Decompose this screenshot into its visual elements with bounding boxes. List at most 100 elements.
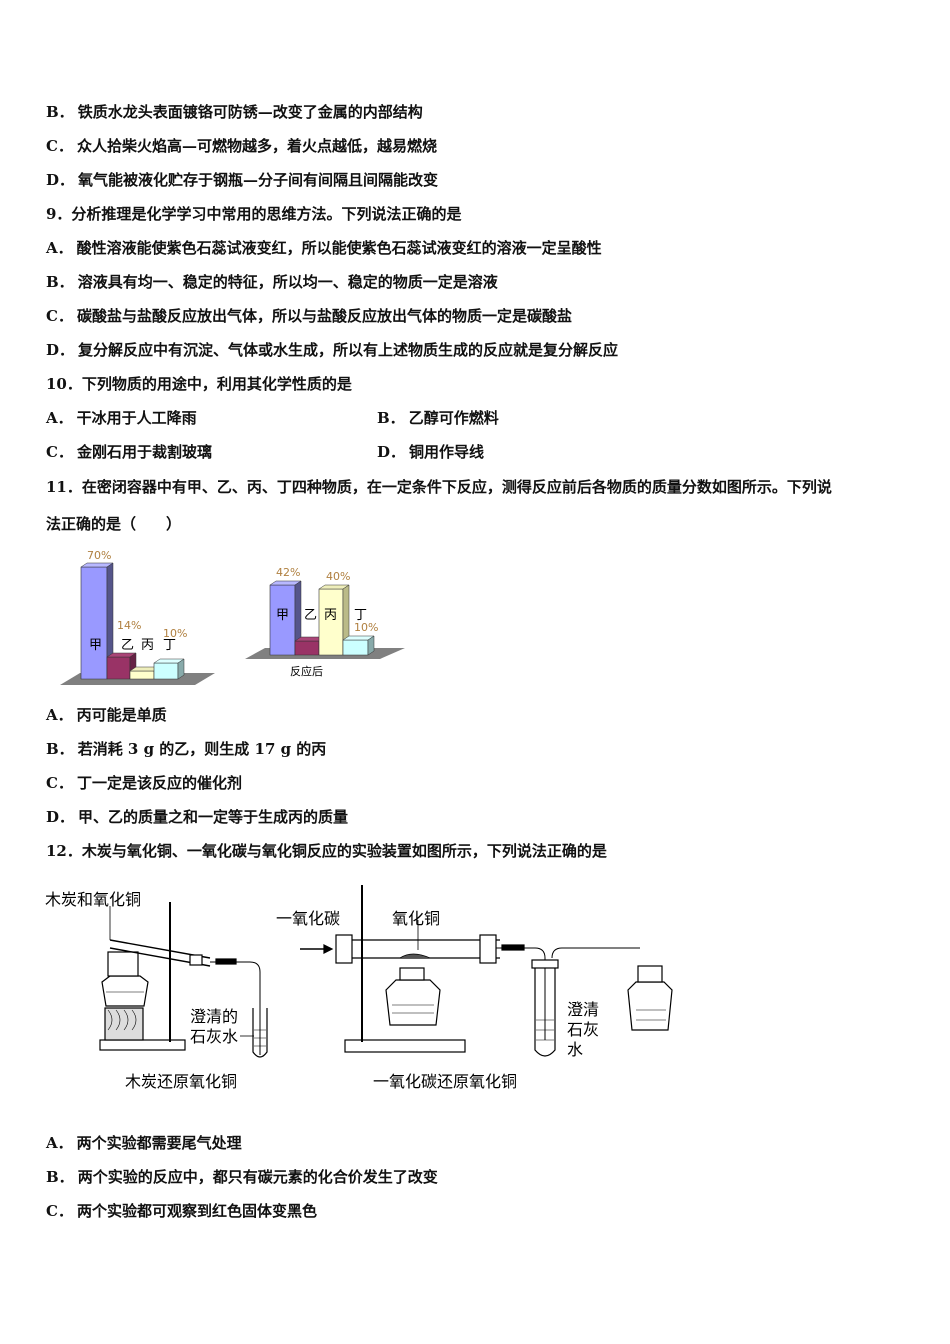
label-limewater-left-1: 澄清的 [190,1007,238,1026]
option-label: C． [46,443,73,461]
option-label: D． [46,171,75,189]
q9-option-a: A．酸性溶液能使紫色石蕊试液变红，所以能使紫色石蕊试液变红的溶液一定呈酸性 [46,238,602,258]
q8-option-b: B．铁质水龙头表面镀铬可防锈—改变了金属的内部结构 [46,102,423,122]
q12-option-b: B．两个实验的反应中，都只有碳元素的化合价发生了改变 [46,1167,438,1187]
option-text: 复分解反应中有沉淀、气体或水生成，所以有上述物质生成的反应就是复分解反应 [78,341,619,359]
bar-jia [80,566,108,680]
option-text: 酸性溶液能使紫色石蕊试液变红，所以能使紫色石蕊试液变红的溶液一定呈酸性 [76,239,602,257]
option-label: C． [46,307,73,325]
label-cuo: 氧化铜 [392,909,440,928]
limewater-tube-left [252,1008,268,1058]
bar-chart-before: 70% 14% 10% 甲 乙 丙 丁 [60,549,215,685]
category-label: 乙 [304,608,317,623]
stand-base-right [344,1039,466,1053]
q11-option-d: D．甲、乙的质量之和一定等于生成丙的质量 [46,807,348,827]
label-co: 一氧化碳 [276,909,340,928]
caption-right: 一氧化碳还原氧化铜 [373,1072,517,1091]
option-text: 两个实验都可观察到红色固体变黑色 [76,1202,317,1220]
stand-base-left [99,1039,186,1051]
option-label: B． [46,740,74,758]
q11-option-a: A．丙可能是单质 [46,705,167,725]
category-label: 丙 [141,638,154,653]
option-label: A． [46,706,73,724]
label-limewater-right-1: 澄清 [567,1000,599,1019]
option-text: 铜用作导线 [409,443,485,461]
label-limewater-right-3: 水 [567,1040,583,1059]
q9-option-b: B．溶液具有均一、稳定的特征，所以均一、稳定的物质一定是溶液 [46,272,498,292]
option-text: 金刚石用于裁割玻璃 [76,443,212,461]
option-text: 丁一定是该反应的催化剂 [76,774,242,792]
category-label: 丁 [163,638,176,653]
option-label: D． [46,808,75,826]
option-text: 溶液具有均一、稳定的特征，所以均一、稳定的物质一定是溶液 [77,273,498,291]
bar-chart-after: 42% 40% 10% 甲 乙 丙 丁 反应后 [245,566,405,678]
alcohol-lamp-right [385,979,441,1026]
option-text: 甲、乙的质量之和一定等于生成丙的质量 [78,808,349,826]
option-text: 氧气能被液化贮存于钢瓶—分子间有间隔且间隔能改变 [78,171,439,189]
q10-stem: 10．下列物质的用途中，利用其化学性质的是 [46,375,352,393]
bar-bing [129,670,155,680]
option-text: 碳酸盐与盐酸反应放出气体，所以与盐酸反应放出气体的物质一定是碳酸盐 [76,307,572,325]
option-text: 铁质水龙头表面镀铬可防锈—改变了金属的内部结构 [77,103,423,121]
bar-ding [342,639,369,656]
caption-left: 木炭还原氧化铜 [125,1072,237,1091]
value-label: 14% [117,619,141,632]
option-text: 丙可能是单质 [76,706,167,724]
category-label: 乙 [121,638,134,653]
option-label: B． [46,273,74,291]
option-text: 众人拾柴火焰高—可燃物越多，着火点越低，越易燃烧 [76,137,437,155]
option-label: A． [46,1134,73,1152]
option-text: 两个实验都需要尾气处理 [76,1134,242,1152]
category-label: 甲 [276,608,289,623]
value-label: 42% [276,566,300,579]
option-text: 若消耗 3 g 的乙，则生成 17 g 的丙 [77,740,327,758]
q9-stem: 9．分析推理是化学学习中常用的思维方法。下列说法正确的是 [46,205,462,223]
chart-caption: 反应后 [290,664,323,678]
apparatus-diagram: 木炭和氧化铜 澄清的 石灰水 木炭还原氧化铜 一氧化碳 氧化铜 澄清 石灰 水 … [45,885,673,1091]
limewater-tube-right [534,965,556,1057]
q10-option-c: C．金刚石用于裁割玻璃 [46,442,212,462]
option-label: A． [46,409,73,427]
option-label: C． [46,774,73,792]
q11-stem-line1: 11．在密闭容器中有甲、乙、丙、丁四种物质，在一定条件下反应，测得反应前后各物质… [46,478,832,496]
q8-option-d: D．氧气能被液化贮存于钢瓶—分子间有间隔且间隔能改变 [46,170,438,190]
bar-yi [294,640,320,656]
q8-option-c: C．众人拾柴火焰高—可燃物越多，着火点越低，越易燃烧 [46,136,437,156]
option-label: C． [46,137,73,155]
option-label: B． [46,1168,74,1186]
q11-stem-line2: 法正确的是（ ） [46,515,182,533]
option-label: B． [377,409,405,427]
option-label: A． [46,239,73,257]
alcohol-lamp-tail [627,981,673,1031]
option-label: D． [377,443,406,461]
q10-option-b: B．乙醇可作燃料 [377,408,499,428]
value-label: 70% [87,549,111,562]
option-text: 乙醇可作燃料 [408,409,499,427]
q9-option-c: C．碳酸盐与盐酸反应放出气体，所以与盐酸反应放出气体的物质一定是碳酸盐 [46,306,572,326]
bar-ding [153,662,179,680]
option-label: C． [46,1202,73,1220]
label-charcoal-cuo: 木炭和氧化铜 [45,890,141,909]
q9-option-d: D．复分解反应中有沉淀、气体或水生成，所以有上述物质生成的反应就是复分解反应 [46,340,618,360]
bar-yi [106,656,131,680]
q12-option-a: A．两个实验都需要尾气处理 [46,1133,242,1153]
option-text: 干冰用于人工降雨 [76,409,197,427]
option-label: B． [46,103,74,121]
value-label: 10% [163,627,187,640]
category-label: 丙 [324,608,337,623]
q10-option-a: A．干冰用于人工降雨 [46,408,197,428]
category-label: 甲 [89,638,102,653]
label-limewater-right-2: 石灰 [567,1020,599,1039]
value-label: 10% [354,621,378,634]
label-limewater-left-2: 石灰水 [190,1027,238,1046]
q12-option-c: C．两个实验都可观察到红色固体变黑色 [46,1201,317,1221]
alcohol-lamp-left [101,975,149,1007]
value-label: 40% [326,570,350,583]
option-text: 两个实验的反应中，都只有碳元素的化合价发生了改变 [77,1168,438,1186]
option-label: D． [46,341,75,359]
q12-stem: 12．木炭与氧化铜、一氧化碳与氧化铜反应的实验装置如图所示，下列说法正确的是 [46,842,607,860]
q10-option-d: D．铜用作导线 [377,442,484,462]
category-label: 丁 [354,608,367,623]
q11-option-c: C．丁一定是该反应的催化剂 [46,773,242,793]
q11-option-b: B．若消耗 3 g 的乙，则生成 17 g 的丙 [46,739,326,759]
